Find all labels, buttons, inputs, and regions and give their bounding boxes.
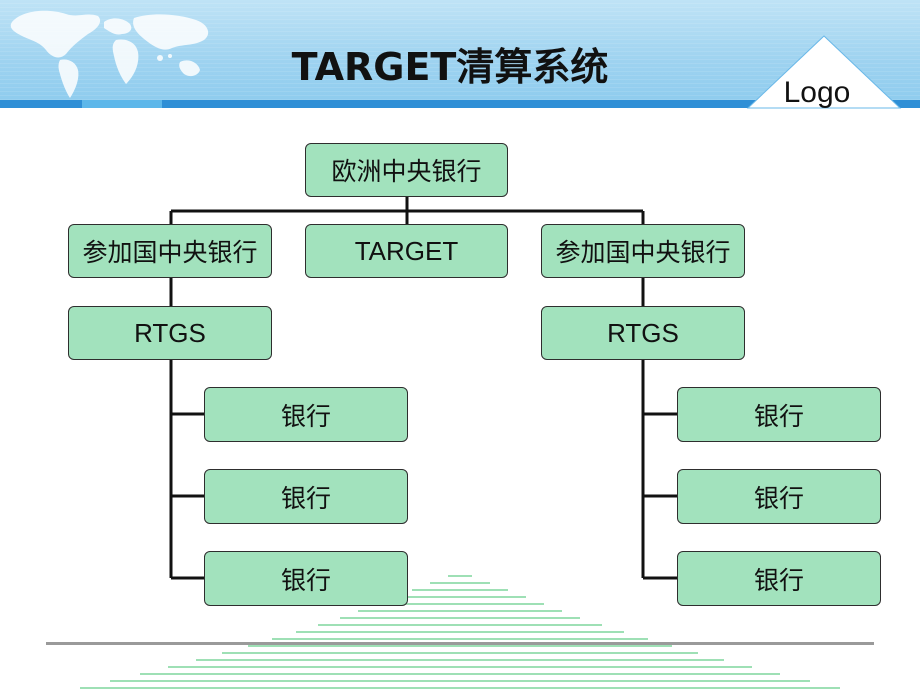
node-left-rtgs: RTGS [68, 306, 272, 360]
node-right-bank: 银行 [677, 469, 881, 524]
logo-triangle-graphic [746, 35, 902, 109]
accent-bar-segment [162, 100, 920, 108]
perspective-floor-graphic [80, 575, 840, 689]
accent-bar-segment [82, 100, 162, 108]
accent-bar-segment [0, 100, 82, 108]
node-right-bank: 银行 [677, 387, 881, 442]
page-title: TARGET清算系统 [291, 45, 609, 89]
node-left-bank: 银行 [204, 387, 408, 442]
world-map-graphic [10, 10, 209, 98]
node-ecb: 欧洲中央银行 [305, 143, 508, 197]
node-right-bank: 银行 [677, 551, 881, 606]
node-right-rtgs: RTGS [541, 306, 745, 360]
footer-divider [46, 642, 874, 645]
node-right-central-bank: 参加国中央银行 [541, 224, 745, 278]
slide-header-band [0, 0, 920, 108]
node-left-bank: 银行 [204, 469, 408, 524]
node-target: TARGET [305, 224, 508, 278]
node-left-central-bank: 参加国中央银行 [68, 224, 272, 278]
logo: Logo [783, 76, 851, 109]
node-left-bank: 银行 [204, 551, 408, 606]
